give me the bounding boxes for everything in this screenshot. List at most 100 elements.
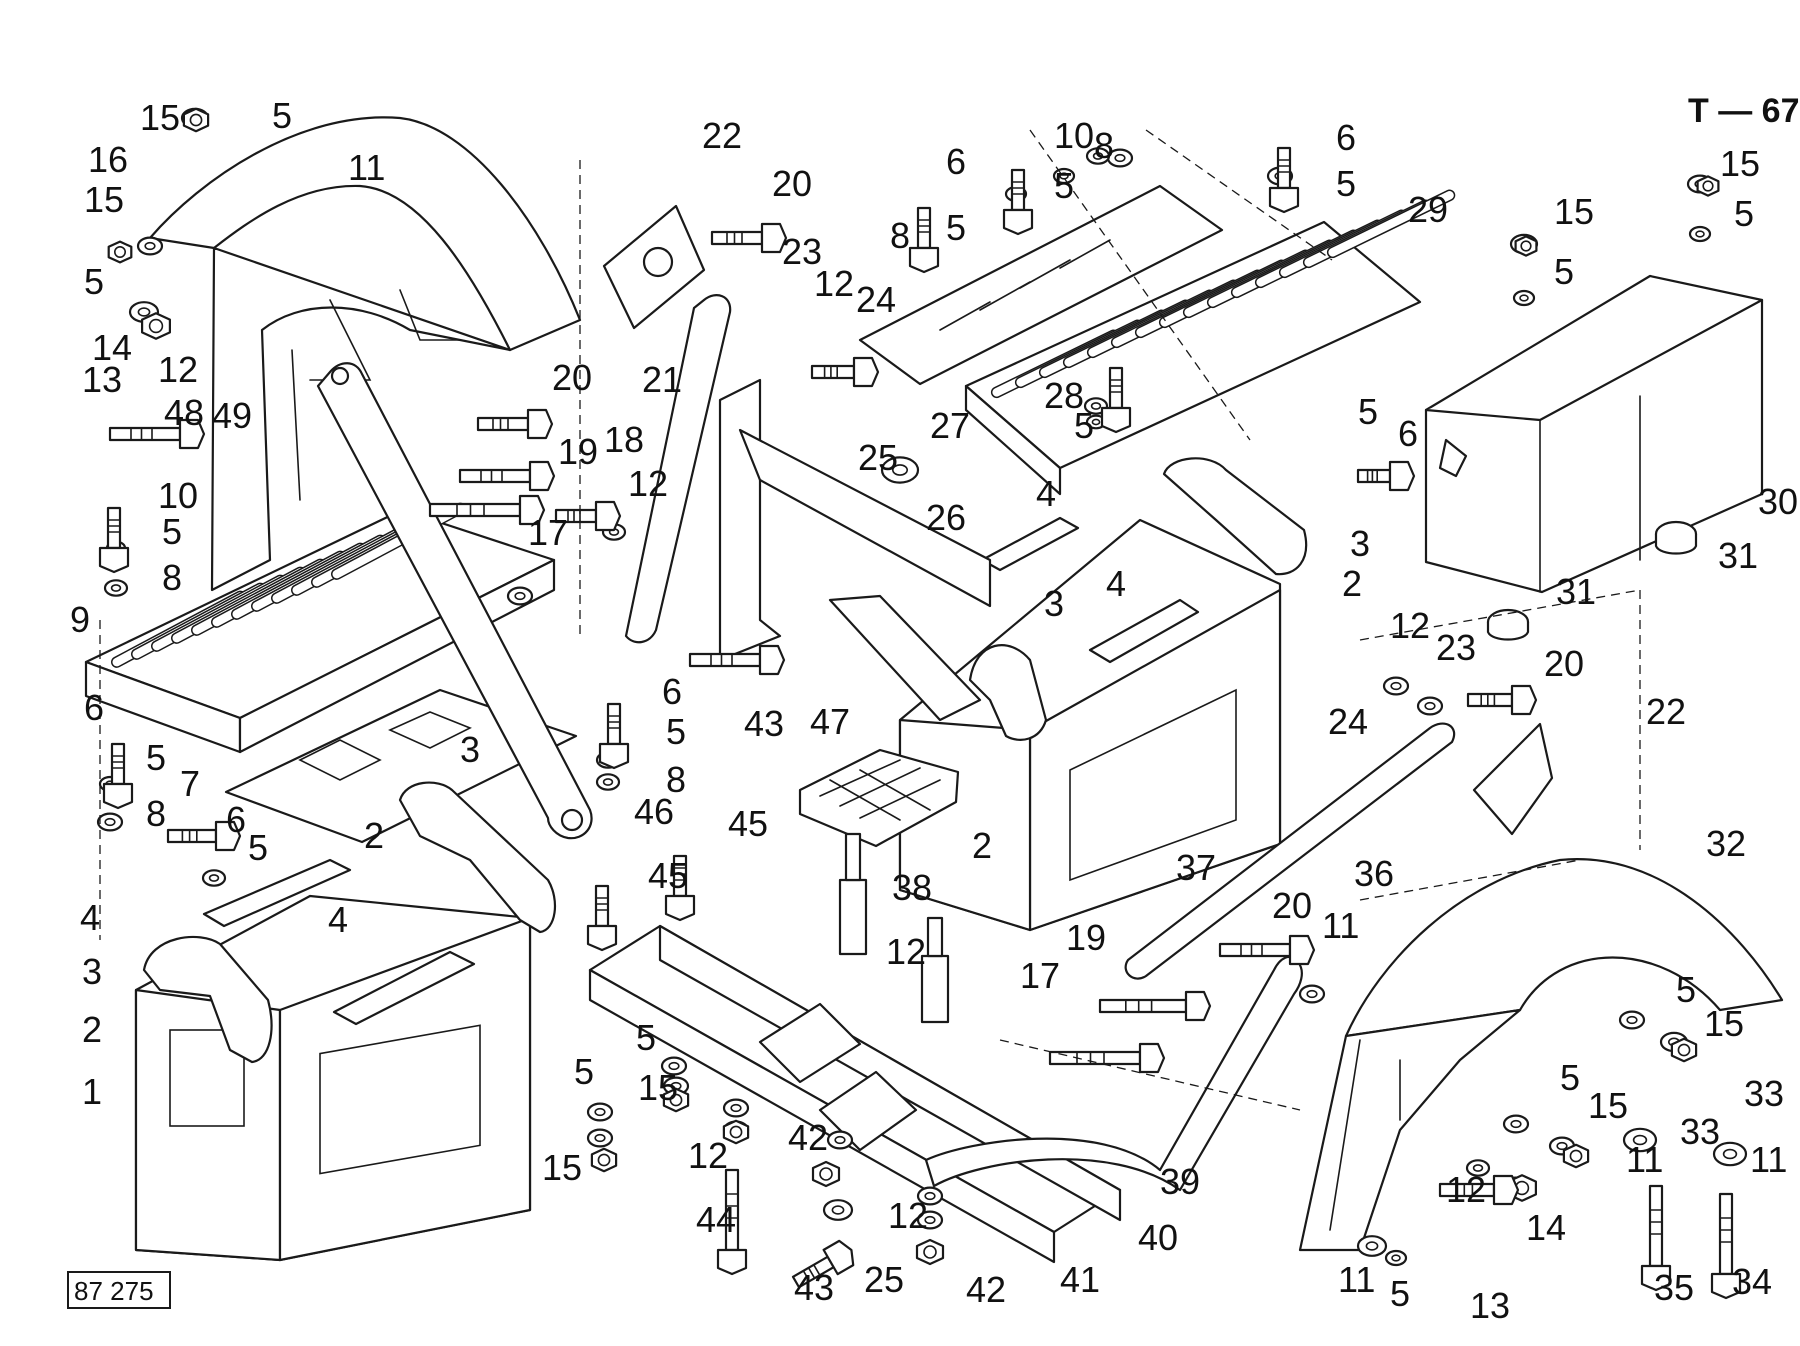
drawing-code-box: 87 275 [67,1271,171,1309]
washer [916,1186,944,1206]
callout-c-3b: 3 [1044,583,1064,624]
callout-c-15a: 15 [140,97,180,138]
callout-c-12a: 12 [158,349,198,390]
bolt [688,644,786,676]
callout-c-5p: 5 [1676,969,1696,1010]
step-bracket [858,184,1224,386]
callout-c-12b: 12 [628,463,668,504]
standoff-a [838,832,868,956]
bolt [716,1168,748,1276]
step-tray-bracket [718,378,992,722]
callout-c-34: 34 [1732,1261,1772,1302]
callout-c-14b: 14 [1526,1207,1566,1248]
callout-c-5k: 5 [666,711,686,752]
callout-c-29: 29 [1408,189,1448,230]
bolt [1100,366,1132,434]
callout-c-5g: 5 [1074,405,1094,446]
washer [1688,225,1712,243]
callout-c-11b: 11 [1322,905,1359,946]
washer [595,773,621,791]
callout-c-4c: 4 [80,897,100,938]
washer [916,1210,944,1230]
callout-c-27: 27 [930,405,970,446]
callout-c-3c: 3 [460,729,480,770]
callout-c-22a: 22 [702,115,742,156]
callout-c-37: 37 [1176,847,1216,888]
callout-c-32: 32 [1706,823,1746,864]
nut [1562,1143,1590,1169]
centre-hold-down-bar-b [1088,598,1200,664]
left-hold-down-bar-b [332,950,476,1026]
washer [586,1128,614,1148]
callout-c-5a: 5 [272,95,292,136]
washer [822,1199,854,1221]
centre-battery-box [898,518,1282,932]
callout-c-23a: 23 [782,231,822,272]
bolt [458,460,556,492]
centre-hold-down-bar-a [980,516,1080,572]
callout-c-8a: 8 [162,557,182,598]
callout-c-30: 30 [1758,481,1798,522]
bolt [102,742,134,810]
callout-c-39: 39 [1160,1161,1200,1202]
step-pad [798,748,960,848]
callout-c-15f: 15 [1704,1003,1744,1044]
link-bar-lower [1124,722,1456,980]
callout-c-48: 48 [164,392,204,433]
callout-c-33b: 33 [1680,1111,1720,1152]
page-reference: T — 67 [1688,92,1799,130]
assembly-lines [99,129,1641,1111]
washer [506,586,534,606]
callout-c-44: 44 [696,1199,736,1240]
left-bracket-plate [224,688,578,844]
callout-c-24a: 24 [856,279,896,320]
left-support-arm [316,362,593,840]
bolt [1438,1174,1520,1206]
callout-c-6e: 6 [84,687,104,728]
washer [1298,984,1326,1004]
callout-c-28: 28 [1044,375,1084,416]
washer [586,1102,614,1122]
callout-c-11a: 11 [348,147,385,188]
callout-c-26: 26 [926,497,966,538]
callout-c-43b: 43 [794,1267,834,1308]
callout-c-5d: 5 [1054,165,1074,206]
callout-c-10b: 10 [1054,115,1094,156]
callout-c-47: 47 [810,701,850,742]
bolt [664,854,696,922]
bolt [908,206,940,274]
bolt [791,1239,855,1289]
callout-c-5h: 5 [1358,391,1378,432]
callout-c-45a: 45 [728,803,768,844]
nut [1696,175,1720,197]
washer [1712,1141,1748,1167]
callout-c-5f: 5 [946,207,966,248]
left-handle-front [142,935,273,1064]
bolt [1640,1184,1672,1292]
callout-c-8d: 8 [666,759,686,800]
callout-c-41: 41 [1060,1259,1100,1300]
washer [1052,167,1076,185]
nut [182,107,210,133]
callout-c-38: 38 [892,867,932,908]
callout-c-12f: 12 [688,1135,728,1176]
callout-c-43a: 43 [744,703,784,744]
bolt [1268,146,1300,214]
callout-c-6b: 6 [1336,117,1356,158]
callout-c-11d: 11 [1750,1139,1787,1180]
callout-c-5n: 5 [636,1017,656,1058]
centre-handle-front [968,644,1048,741]
callout-c-10a: 10 [158,475,198,516]
callout-c-4a: 4 [1036,473,1056,514]
callout-c-12c: 12 [814,263,854,304]
left-handle-rear [398,781,556,934]
callout-c-20a: 20 [772,163,812,204]
washer [662,1076,690,1096]
bolt [598,702,630,770]
nut [662,1087,690,1113]
callout-c-2b: 2 [364,815,384,856]
washer [1465,1159,1491,1177]
washer [880,456,920,484]
nut [811,1160,841,1188]
